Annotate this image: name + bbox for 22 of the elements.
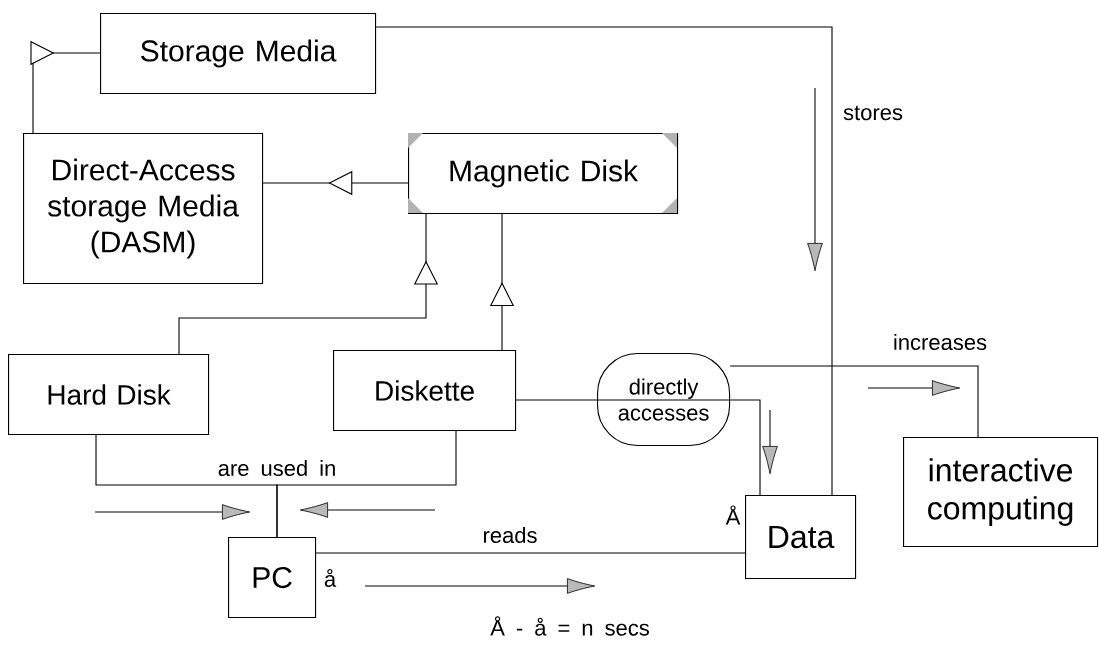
edge-label: increases [891, 332, 989, 352]
connector [30, 40, 101, 134]
connector [375, 26, 833, 496]
time-mark: Å [725, 505, 741, 525]
concept-box: Data [745, 495, 857, 580]
concept-box: Hard Disk [8, 354, 210, 436]
concept-box: Diskette [333, 350, 517, 432]
time-mark: å [324, 569, 337, 587]
concept-box: interactive computing [903, 437, 1099, 548]
concept-box: Storage Media [100, 13, 377, 95]
connector [276, 430, 457, 538]
concept-box: Magnetic Disk [408, 133, 679, 215]
edge-label: stores [842, 104, 904, 122]
concept-box: PC [228, 537, 317, 619]
connector [729, 399, 761, 496]
concept-box: Direct-Access storage Media (DASM) [23, 133, 264, 285]
edge-label: reads [481, 525, 539, 545]
note-text: Å - å = n secs [490, 616, 649, 636]
connector [729, 365, 979, 438]
connector [315, 552, 746, 554]
connector [515, 399, 598, 401]
edge-label: are used in [216, 458, 338, 478]
